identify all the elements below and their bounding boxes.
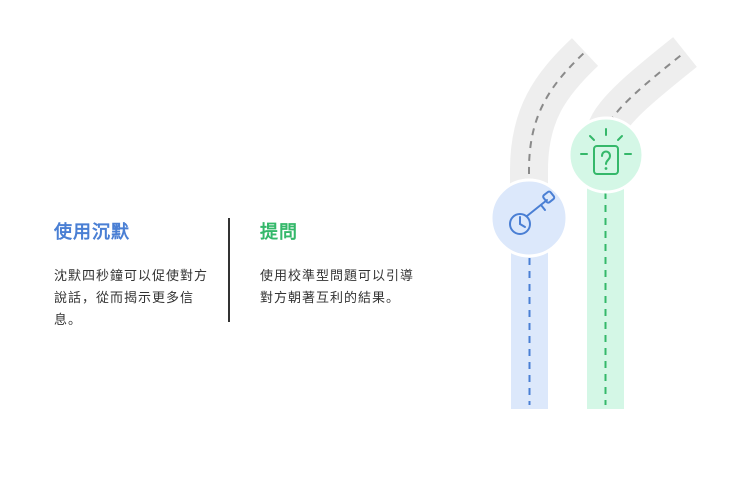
section-divider [228, 218, 230, 322]
key-clock-icon [489, 178, 569, 258]
left-road-dashes [528, 51, 586, 200]
silence-card: 使用沉默 沈默四秒鐘可以促使對方說話，從而揭示更多信息。 [54, 220, 214, 332]
silence-title: 使用沉默 [54, 222, 130, 243]
questioning-title: 提問 [260, 222, 298, 243]
question-card-icon [567, 116, 645, 194]
questioning-card: 提問 使用校準型問題可以引導對方朝著互利的結果。 [260, 220, 420, 310]
silence-description: 沈默四秒鐘可以促使對方說話，從而揭示更多信息。 [54, 269, 209, 328]
questioning-description: 使用校準型問題可以引導對方朝著互利的結果。 [260, 269, 415, 306]
